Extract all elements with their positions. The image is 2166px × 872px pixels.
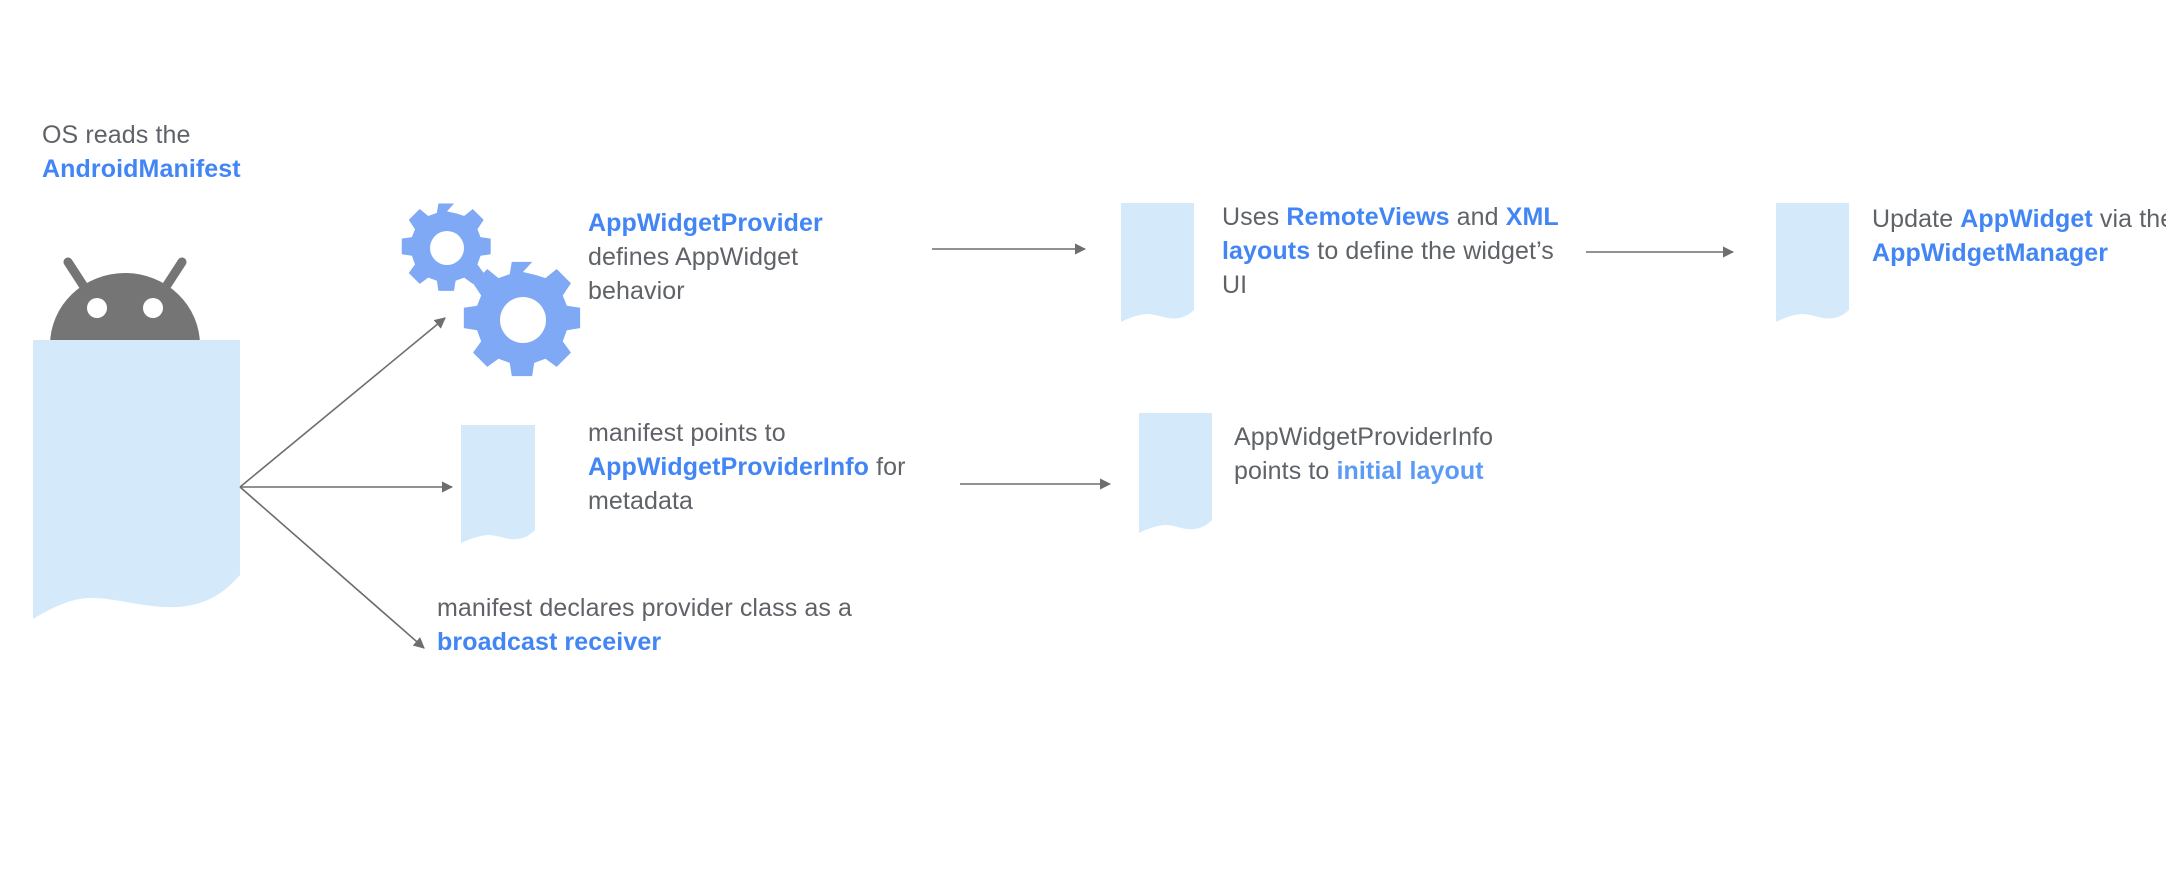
two-gears-icon <box>401 203 581 377</box>
android-robot-head-icon <box>50 257 200 345</box>
label-initial-layout: AppWidgetProviderInfo points to initial … <box>1234 420 1554 488</box>
appwidgetmanager-document-shape <box>1776 203 1849 322</box>
android-manifest-document-shape <box>33 340 240 619</box>
label-appwidgetmanager: Update AppWidget via the AppWidgetManage… <box>1872 202 2166 270</box>
label-appwidgetprovider-bold: AppWidgetProvider <box>588 209 823 237</box>
caption-line-1: OS reads the <box>42 121 191 149</box>
edge-manifest-to-gears <box>239 317 446 488</box>
label-appwidgetmanager-mid: via the <box>2099 205 2166 233</box>
label-remoteviews-mid: and <box>1449 203 1506 231</box>
remoteviews-document-shape <box>1121 203 1194 322</box>
label-initiallayout-bold: initial layout <box>1336 457 1484 485</box>
label-broadcast-bold: broadcast receiver <box>437 628 662 656</box>
label-remoteviews-suffix: to define the widget’s UI <box>1222 237 1561 299</box>
label-remoteviews: Uses RemoteViews and XML layouts to defi… <box>1222 200 1582 302</box>
edge-manifest-to-broadcast <box>239 486 425 649</box>
label-remoteviews-bold-remoteviews: RemoteViews <box>1286 203 1450 231</box>
label-appwidgetprovider-rest: defines AppWidget behavior <box>588 209 830 305</box>
label-providerinfo-bold: AppWidgetProviderInfo <box>588 453 870 481</box>
label-initiallayout-prefix: AppWidgetProviderInfo points to <box>1234 423 1501 485</box>
label-providerinfo-suffix: for metadata <box>588 453 913 515</box>
label-appwidgetmanager-bold-manager: AppWidgetManager <box>1872 239 2109 267</box>
label-appwidgetproviderinfo: manifest points to AppWidgetProviderInfo… <box>588 416 958 518</box>
label-appwidgetmanager-prefix: Update <box>1872 205 1961 233</box>
label-broadcast-receiver: manifest declares provider class as a br… <box>437 591 907 659</box>
initiallayout-document-shape <box>1139 413 1212 533</box>
label-appwidgetmanager-bold-appwidget: AppWidget <box>1960 205 2093 233</box>
providerinfo-document-shape <box>461 425 535 543</box>
label-remoteviews-prefix: Uses <box>1222 203 1287 231</box>
label-appwidgetprovider: AppWidgetProvider defines AppWidget beha… <box>588 206 888 308</box>
label-broadcast-prefix: manifest declares provider class as a <box>437 594 860 622</box>
label-remoteviews-bold-xmllayouts: XML layouts <box>1222 203 1566 265</box>
caption-line-2-androidmanifest: AndroidManifest <box>42 155 241 183</box>
label-providerinfo-prefix: manifest points to <box>588 419 793 447</box>
